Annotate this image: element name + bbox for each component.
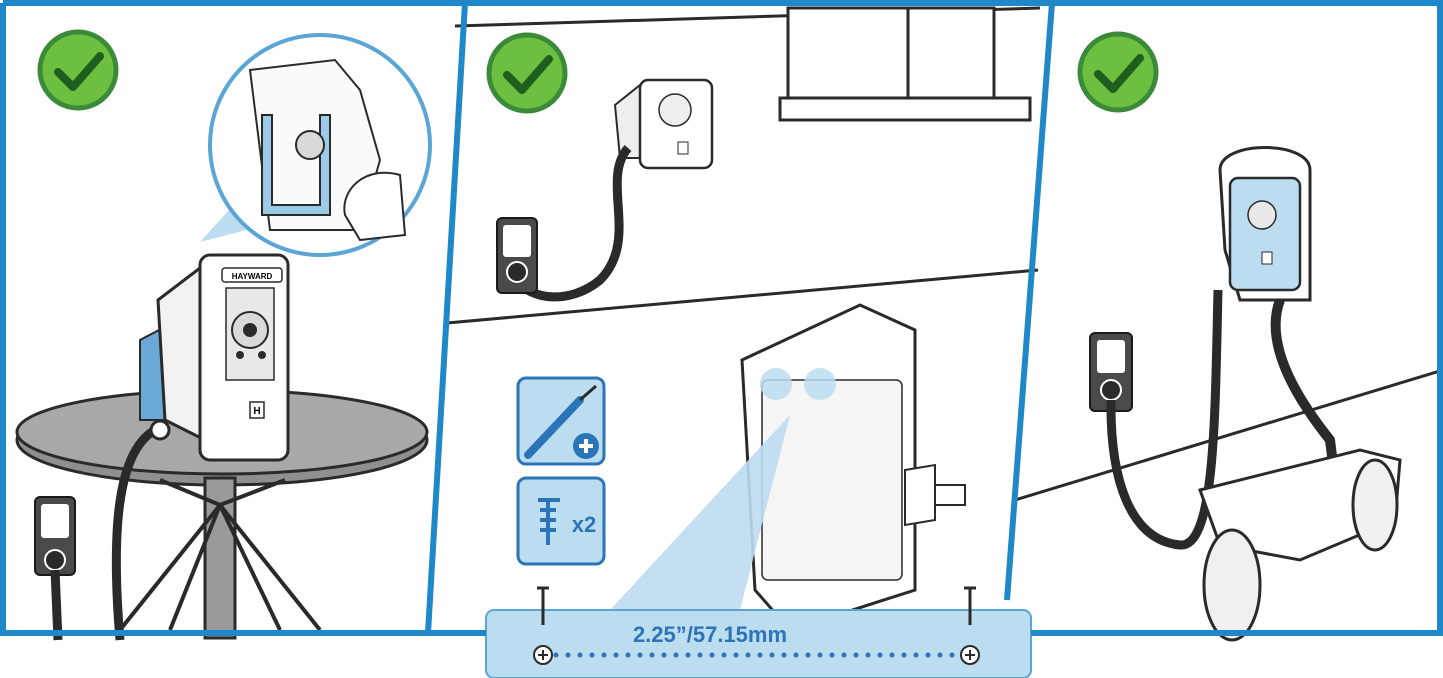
- mount-hole-highlight: [760, 368, 792, 400]
- measurement-callout: 2.25”/57.15mm: [486, 610, 1031, 678]
- panel-table: HAYWARD H: [17, 32, 430, 640]
- window-illustration: [780, 8, 1030, 120]
- wall-outlet: [1090, 333, 1132, 411]
- caddy-device: [1230, 178, 1300, 290]
- panel-mounting: x2 2.25”/57.15mm: [486, 305, 1031, 678]
- screw-quantity: x2: [572, 512, 596, 537]
- device-logo-letter: H: [253, 406, 260, 417]
- plus-icon: [573, 433, 599, 459]
- panel-caddy: [1015, 34, 1443, 640]
- check-circle-icon: [1080, 34, 1156, 110]
- check-circle-icon: [40, 32, 116, 108]
- check-circle-icon: [489, 35, 565, 111]
- device-brand-text: HAYWARD: [232, 272, 273, 281]
- wall-outlet: [35, 497, 75, 575]
- tool-screws: x2: [518, 478, 604, 564]
- wall-outlet: [497, 218, 537, 293]
- panel-wall: [447, 8, 1040, 323]
- mount-hole-highlight: [804, 368, 836, 400]
- tool-screwdriver: [518, 378, 604, 464]
- measurement-label: 2.25”/57.15mm: [633, 622, 787, 647]
